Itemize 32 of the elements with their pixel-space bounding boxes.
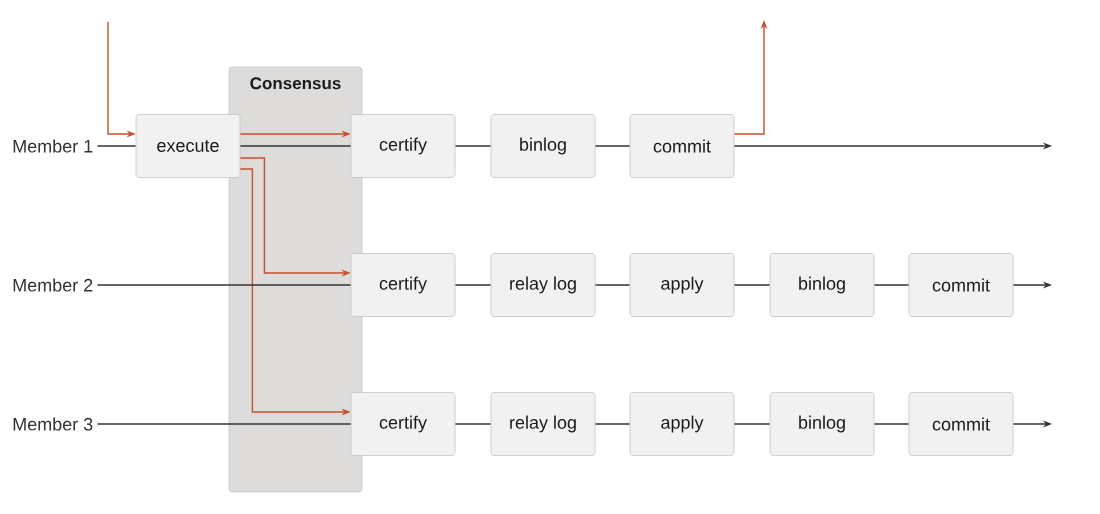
step-box: certify xyxy=(350,253,456,317)
step-box: relay log xyxy=(490,392,596,456)
step-box: execute xyxy=(135,114,241,178)
connector-line xyxy=(873,423,910,425)
connector-line xyxy=(96,423,352,425)
step-box: commit xyxy=(629,114,735,178)
step-box: commit xyxy=(908,392,1014,456)
connector-line xyxy=(594,145,631,147)
connector-line xyxy=(454,284,492,286)
phase-band: Consensus xyxy=(228,66,363,493)
step-box: commit xyxy=(908,253,1014,317)
connector-line xyxy=(873,284,910,286)
connector-line xyxy=(96,145,137,147)
step-box: apply xyxy=(629,392,735,456)
step-box: relay log xyxy=(490,253,596,317)
connector-line xyxy=(454,145,492,147)
connector-line xyxy=(96,284,352,286)
connector-line xyxy=(454,423,492,425)
step-box: apply xyxy=(629,253,735,317)
connector-line xyxy=(239,145,352,147)
connector-line xyxy=(733,284,771,286)
step-box: binlog xyxy=(769,253,875,317)
connector-line xyxy=(594,423,631,425)
step-box: binlog xyxy=(490,114,596,178)
member-label: Member 3 xyxy=(13,417,93,431)
connector-line xyxy=(733,423,771,425)
member-label: Member 1 xyxy=(13,139,93,153)
connector-line xyxy=(594,284,631,286)
step-box: certify xyxy=(350,114,456,178)
step-box: certify xyxy=(350,392,456,456)
step-box: binlog xyxy=(769,392,875,456)
member-label: Member 2 xyxy=(13,278,93,292)
